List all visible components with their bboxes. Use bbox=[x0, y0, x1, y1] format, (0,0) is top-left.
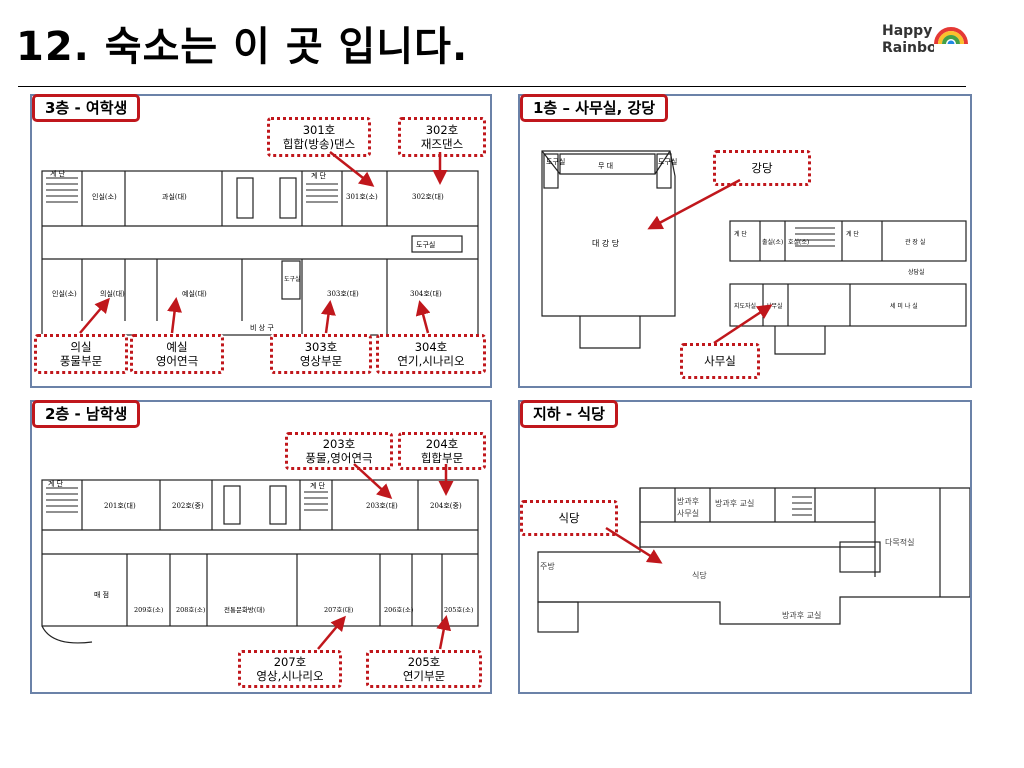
room-label: 209호(소) bbox=[134, 606, 164, 614]
room-label: 세 미 나 실 bbox=[890, 302, 918, 310]
room-label: 상담실 bbox=[908, 268, 925, 276]
room-label: 호실(소) bbox=[788, 238, 809, 246]
basement-plan: 방과후 사무실 방과후 교실 다목적실 주방 식당 방과후 교실 bbox=[537, 487, 970, 633]
callout-hall: 강당 bbox=[713, 150, 811, 186]
page-title: 12. 숙소는 이 곳 입니다. bbox=[16, 24, 469, 70]
room-label: 비 상 구 bbox=[250, 323, 274, 332]
panel-basement: 방과후 사무실 방과후 교실 다목적실 주방 식당 방과후 교실 bbox=[518, 400, 972, 694]
room-label: 302호(대) bbox=[412, 193, 444, 201]
room-label: 출실(소) bbox=[762, 238, 783, 246]
floor1-tag: 1층 – 사무실, 강당 bbox=[520, 94, 669, 122]
room-label: 방과후 교실 bbox=[782, 610, 821, 620]
room-label: 인실(소) bbox=[92, 192, 117, 201]
room-label: 계 단 bbox=[734, 230, 747, 238]
room-label: 계 단 bbox=[311, 171, 327, 180]
room-label: 전통문화방(대) bbox=[224, 605, 265, 614]
room-label: 과실(대) bbox=[162, 192, 187, 201]
room-label: 301호(소) bbox=[346, 193, 378, 201]
room-label: 인실(소) bbox=[52, 289, 77, 298]
room-label: 계 단 bbox=[50, 169, 66, 178]
callout-office: 사무실 bbox=[680, 343, 760, 379]
room-label: 사무실 bbox=[766, 302, 783, 310]
room-label: 무 대 bbox=[598, 162, 613, 170]
room-label: 식당 bbox=[692, 570, 707, 580]
basement-tag: 지하 - 식당 bbox=[520, 400, 618, 428]
room-label: 205호(소) bbox=[444, 606, 474, 614]
logo-line2: Rainbow bbox=[882, 40, 950, 56]
room-label: 방과후 교실 bbox=[715, 498, 754, 508]
room-label: 의실(대) bbox=[100, 289, 125, 298]
floor2-tag: 2층 - 남학생 bbox=[32, 400, 141, 428]
room-label: 대 강 당 bbox=[592, 238, 620, 248]
title-divider bbox=[18, 86, 966, 87]
room-label: 계 단 bbox=[310, 481, 326, 490]
room-label: 매 점 bbox=[94, 591, 109, 599]
room-label: 도구실 bbox=[546, 157, 565, 166]
logo-line1: Happy bbox=[882, 23, 933, 39]
callout-dining: 식당 bbox=[520, 500, 618, 536]
room-label: 304호(대) bbox=[410, 290, 442, 298]
room-label: 201호(대) bbox=[104, 502, 136, 510]
room-label: 관 장 실 bbox=[905, 238, 925, 246]
room-label: 208호(소) bbox=[176, 606, 206, 614]
room-label: 계 단 bbox=[846, 230, 859, 238]
room-label: 203호(대) bbox=[366, 502, 398, 510]
room-label: 주방 bbox=[540, 561, 555, 571]
floor1-plan: 도구실 무 대 도구실 대 강 당 계 단 출실(소) 호실(소) 계 단 관 … bbox=[541, 150, 967, 355]
room-label: 도구실 bbox=[284, 275, 301, 283]
room-label: 207호(대) bbox=[324, 606, 354, 614]
room-label: 206호(소) bbox=[384, 606, 414, 614]
room-label: 예실(대) bbox=[182, 289, 207, 298]
floor2-plan: 계 단 201호(대) 202호(중) 계 단 203호(대) 204호(중) … bbox=[41, 479, 479, 644]
room-label: 방과후 bbox=[677, 496, 699, 506]
room-label: 도구실 bbox=[416, 240, 435, 249]
room-label: 사무실 bbox=[677, 508, 699, 518]
floor3-plan: 계 단 인실(소) 과실(대) 계 단 301호(소) 302호(대) 도구실 … bbox=[41, 169, 479, 336]
rainbow-icon bbox=[934, 27, 968, 58]
room-label: 다목적실 bbox=[885, 537, 914, 547]
floor3-tag: 3층 - 여학생 bbox=[32, 94, 141, 122]
room-label: 202호(중) bbox=[172, 502, 204, 510]
happy-rainbow-logo: Happy Rainbow bbox=[882, 22, 968, 64]
room-label: 도구실 bbox=[658, 157, 677, 166]
room-label: 계 단 bbox=[48, 479, 64, 488]
room-label: 204호(중) bbox=[430, 502, 462, 510]
room-label: 303호(대) bbox=[327, 290, 359, 298]
room-label: 지도자실 bbox=[734, 302, 756, 310]
